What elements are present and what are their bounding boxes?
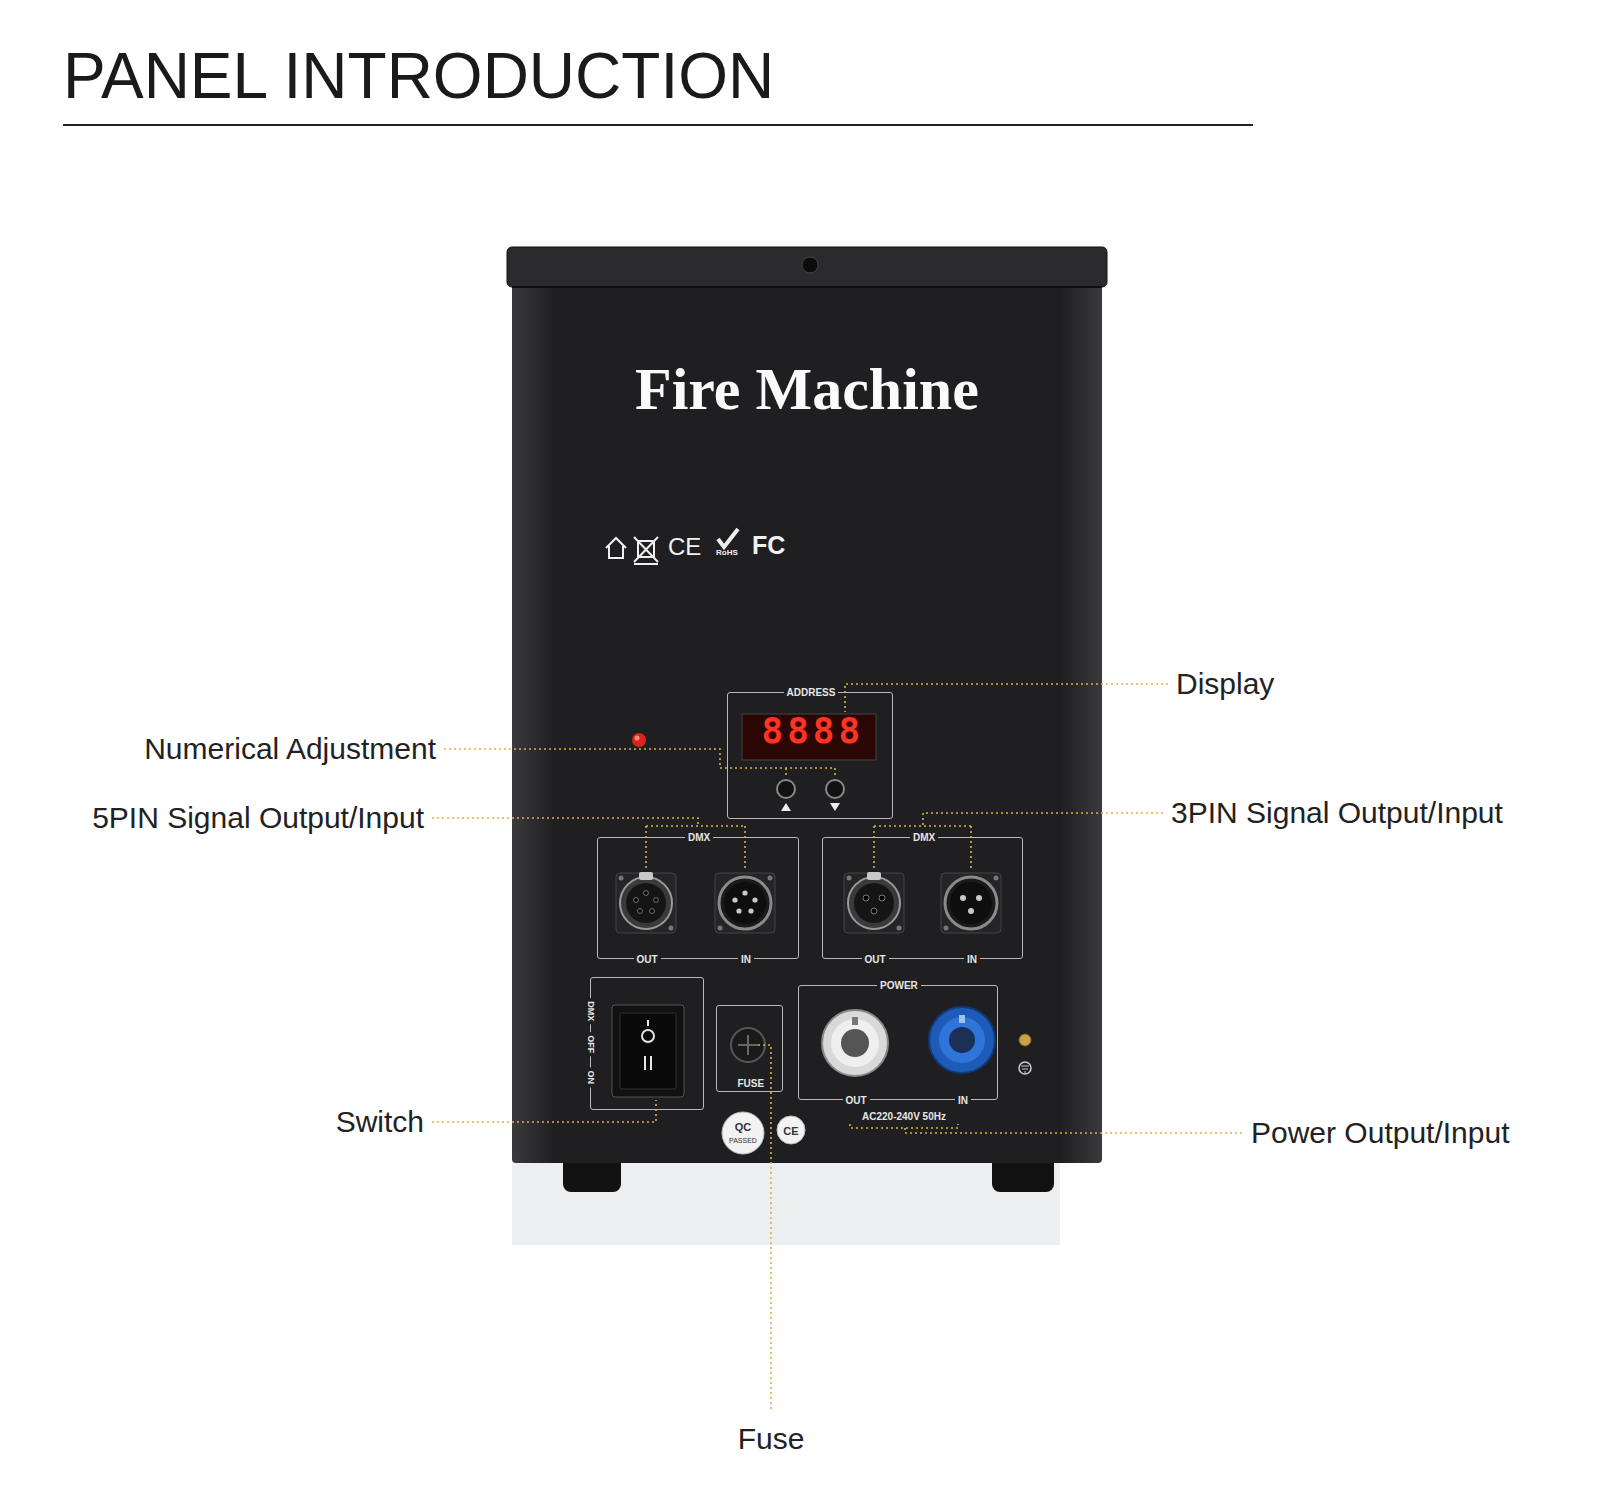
leader-line xyxy=(432,1100,656,1122)
device-housing: ADDRESS8888DMXOUTINDMXOUTINDMXOFFONFUSEP… xyxy=(507,247,1107,1163)
switch-panel: DMXOFFON xyxy=(590,977,704,1110)
powercon-in xyxy=(929,1007,995,1073)
down-arrow-symbol xyxy=(830,803,840,811)
switch-position: DMX xyxy=(586,998,596,1024)
panel-heading: ADDRESS xyxy=(784,687,839,699)
switch-symbol xyxy=(645,1020,651,1070)
weee-icon xyxy=(634,537,658,564)
callout-label: Switch xyxy=(336,1105,424,1140)
indoor-icon xyxy=(606,538,626,558)
xlr3-female xyxy=(844,872,904,933)
ground-symbol xyxy=(1019,1062,1031,1074)
leader-line xyxy=(845,684,1168,712)
leader-line xyxy=(432,818,745,869)
sticker-text: QC xyxy=(735,1121,752,1134)
qc-sticker xyxy=(722,1112,764,1154)
voltage-rating: AC220-240V 50Hz xyxy=(862,1111,946,1123)
powercon-in xyxy=(939,1017,985,1063)
port-label: OUT xyxy=(634,954,661,966)
callout-label: Fuse xyxy=(738,1422,805,1457)
ground-symbol xyxy=(1021,1066,1029,1072)
leader-line xyxy=(758,1045,771,1412)
indicator-led xyxy=(632,733,646,747)
up-button xyxy=(777,780,795,798)
housing-cap xyxy=(507,247,1107,287)
housing-body xyxy=(512,280,1102,1163)
dmx5-panel: DMXOUTIN xyxy=(597,837,799,959)
rocker-switch xyxy=(612,1005,684,1097)
up-arrow-symbol xyxy=(781,803,791,811)
xlr5-male xyxy=(715,873,775,933)
fcc-mark: FC xyxy=(752,531,785,560)
powercon-key xyxy=(852,1017,858,1025)
powercon-out xyxy=(841,1029,869,1057)
ground-screw xyxy=(1019,1034,1031,1046)
rocker-face xyxy=(620,1013,676,1089)
fuse-slot xyxy=(738,1035,758,1055)
port-label: OUT xyxy=(862,954,889,966)
panel-heading: POWER xyxy=(877,980,921,992)
powercon-in xyxy=(949,1027,975,1053)
callout-label: Power Output/Input xyxy=(1251,1116,1510,1151)
cap-groove xyxy=(512,286,1102,288)
panel-heading: FUSE xyxy=(738,1078,765,1090)
sticker-text: PASSED xyxy=(729,1137,757,1145)
top-hole xyxy=(802,257,818,273)
dmx3-panel: DMXOUTIN xyxy=(822,837,1023,959)
power-panel: POWEROUTINAC220-240V 50Hz xyxy=(798,985,998,1100)
powercon-key xyxy=(959,1015,965,1023)
switch-position: OFF xyxy=(586,1032,596,1056)
leader-lines xyxy=(432,684,1243,1412)
floor-reflection xyxy=(512,1150,1060,1245)
address-panel: ADDRESS8888 xyxy=(727,692,893,819)
panel-heading: DMX xyxy=(910,832,938,844)
port-label: IN xyxy=(738,954,754,966)
panel-heading: DMX xyxy=(685,832,713,844)
xlr5-female xyxy=(616,872,676,933)
title-rule xyxy=(63,124,1253,126)
powercon-out xyxy=(822,1010,888,1076)
leader-line xyxy=(444,749,835,778)
callout-label: 3PIN Signal Output/Input xyxy=(1171,796,1503,831)
powercon-out xyxy=(831,1019,879,1067)
callout-label: Display xyxy=(1176,667,1274,702)
fuse-panel: FUSE xyxy=(716,1005,783,1092)
port-label: IN xyxy=(955,1095,971,1107)
led-highlight xyxy=(635,736,640,741)
xlr3-male xyxy=(941,873,1001,933)
switch-symbol xyxy=(642,1030,654,1042)
leader-line xyxy=(874,813,1163,869)
callout-label: Numerical Adjustment xyxy=(144,732,436,767)
led-digits: 8888 xyxy=(762,710,865,751)
leader-line xyxy=(850,1124,1243,1133)
port-label: OUT xyxy=(843,1095,870,1107)
switch-position: ON xyxy=(586,1067,596,1087)
rohs-mark: RoHS xyxy=(716,548,738,557)
ce-mark: CE xyxy=(668,533,701,561)
brand-name: Fire Machine xyxy=(635,355,979,424)
ce-sticker xyxy=(777,1116,805,1144)
callout-label: 5PIN Signal Output/Input xyxy=(92,801,424,836)
down-button xyxy=(826,780,844,798)
port-label: IN xyxy=(964,954,980,966)
rohs-check xyxy=(718,529,738,547)
page-title: PANEL INTRODUCTION xyxy=(63,44,774,108)
sticker-text: CE xyxy=(783,1125,798,1138)
